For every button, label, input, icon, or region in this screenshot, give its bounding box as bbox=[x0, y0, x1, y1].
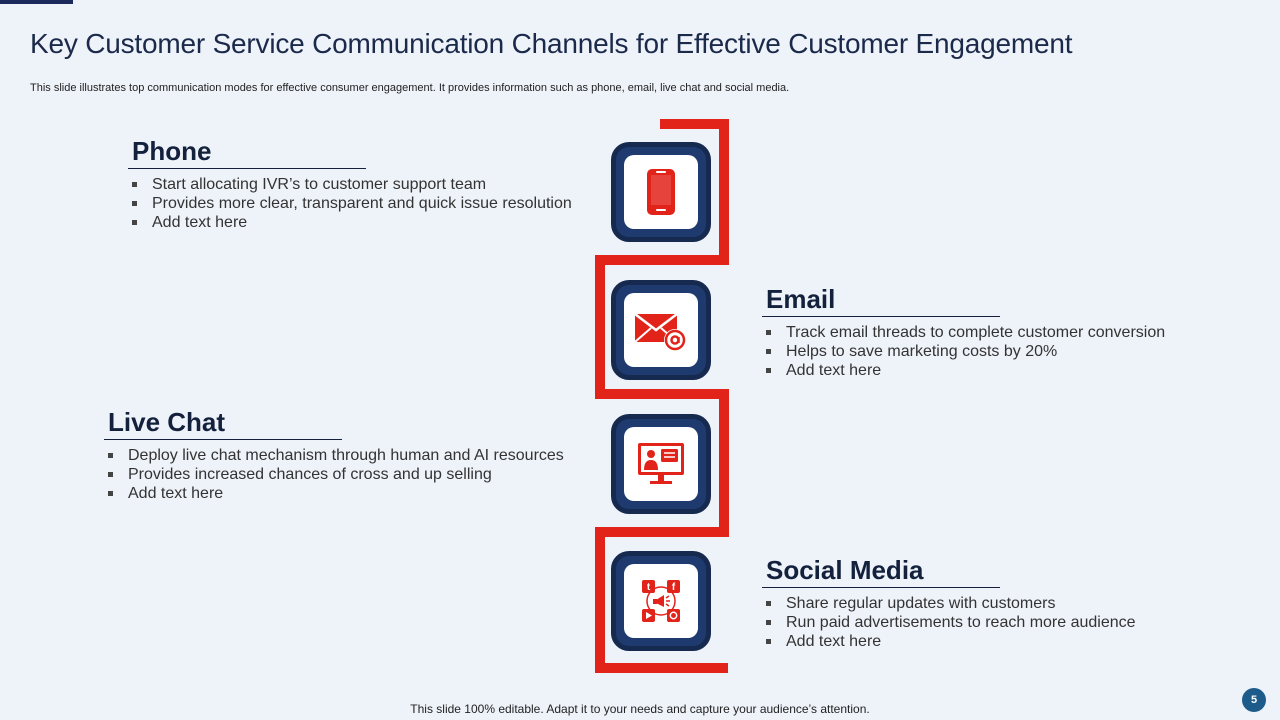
social-media-heading: Social Media bbox=[762, 555, 1000, 588]
list-item: Add text here bbox=[104, 484, 574, 503]
email-bullets: Track email threads to complete customer… bbox=[762, 323, 1222, 380]
list-item: Run paid advertisements to reach more au… bbox=[762, 613, 1222, 632]
list-item: Deploy live chat mechanism through human… bbox=[104, 446, 574, 465]
list-item: Add text here bbox=[128, 213, 588, 232]
phone-icon-box bbox=[624, 155, 698, 229]
live-chat-section: Live Chat Deploy live chat mechanism thr… bbox=[104, 407, 574, 503]
facebook-glyph: f bbox=[672, 582, 676, 593]
social-network-icon: t f bbox=[642, 580, 680, 622]
list-item: Provides more clear, transparent and qui… bbox=[128, 194, 588, 213]
phone-bullets: Start allocating IVR’s to customer suppo… bbox=[128, 175, 588, 232]
email-icon-box bbox=[624, 293, 698, 367]
page-number-badge: 5 bbox=[1242, 688, 1266, 712]
email-icon-tile bbox=[611, 280, 711, 380]
smartphone-icon bbox=[647, 169, 675, 215]
phone-section: Phone Start allocating IVR’s to customer… bbox=[128, 136, 588, 232]
phone-icon-tile bbox=[611, 142, 711, 242]
live-chat-bullets: Deploy live chat mechanism through human… bbox=[104, 446, 574, 503]
top-accent-bar bbox=[0, 0, 73, 4]
social-media-icon-box: t f bbox=[624, 564, 698, 638]
live-chat-heading: Live Chat bbox=[104, 407, 342, 440]
list-item: Start allocating IVR’s to customer suppo… bbox=[128, 175, 588, 194]
envelope-at-icon bbox=[634, 313, 686, 351]
list-item: Add text here bbox=[762, 632, 1222, 651]
list-item: Provides increased chances of cross and … bbox=[104, 465, 574, 484]
list-item: Helps to save marketing costs by 20% bbox=[762, 342, 1222, 361]
page-subtitle: This slide illustrates top communication… bbox=[30, 82, 790, 94]
footer-note: This slide 100% editable. Adapt it to yo… bbox=[410, 702, 870, 716]
live-chat-icon-tile bbox=[611, 414, 711, 514]
email-heading: Email bbox=[762, 284, 1000, 317]
list-item: Add text here bbox=[762, 361, 1222, 380]
phone-heading: Phone bbox=[128, 136, 366, 169]
social-media-icon-tile: t f bbox=[611, 551, 711, 651]
twitter-glyph: t bbox=[647, 582, 651, 593]
list-item: Share regular updates with customers bbox=[762, 594, 1222, 613]
live-chat-monitor-icon bbox=[638, 443, 684, 484]
social-media-bullets: Share regular updates with customers Run… bbox=[762, 594, 1222, 651]
live-chat-icon-box bbox=[624, 427, 698, 501]
social-media-section: Social Media Share regular updates with … bbox=[762, 555, 1222, 651]
page-title: Key Customer Service Communication Chann… bbox=[30, 28, 1073, 59]
email-section: Email Track email threads to complete cu… bbox=[762, 284, 1222, 380]
list-item: Track email threads to complete customer… bbox=[762, 323, 1222, 342]
